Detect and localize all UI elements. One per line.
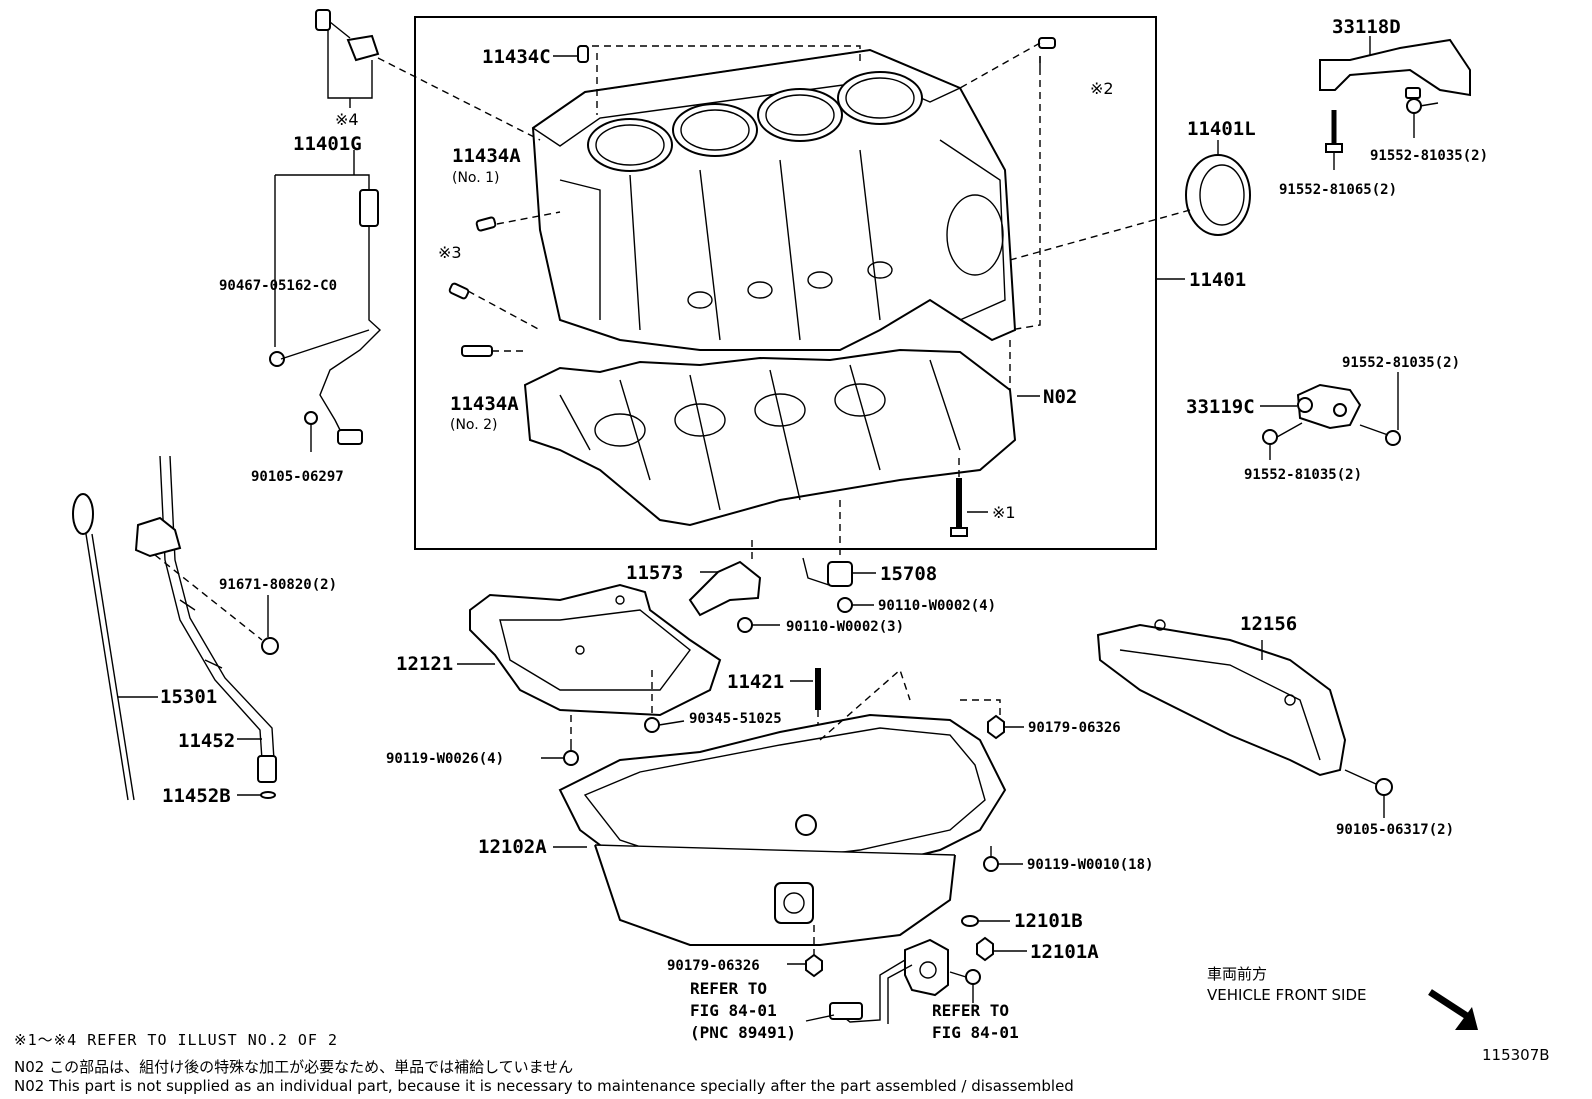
label-ref1: ※1	[992, 503, 1016, 522]
label-11401g: 11401G	[293, 133, 362, 155]
label-91552-81035-top: 91552-81035(2)	[1370, 148, 1488, 164]
label-15708: 15708	[880, 563, 937, 585]
stiffener-12156	[1096, 619, 1393, 796]
label-11434a-no2: 11434A	[450, 393, 519, 415]
label-12121: 12121	[396, 653, 453, 675]
stud-bolt-ref1	[950, 478, 968, 537]
refer-fig-line3: (PNC 89491)	[690, 1023, 796, 1042]
oil-pan-12102a	[558, 713, 1007, 946]
refer-fig-line2: FIG 84-01	[690, 1001, 777, 1020]
vehicle-front-en: VEHICLE FRONT SIDE	[1207, 986, 1367, 1004]
vehicle-front-arrow	[1428, 989, 1478, 1030]
label-11401l: 11401L	[1187, 118, 1256, 140]
label-11434a-no2-sub: (No. 2)	[450, 417, 498, 433]
lower-crankcase	[523, 348, 1017, 527]
label-90467: 90467-05162-C0	[219, 278, 337, 294]
bracket-33118d	[1319, 38, 1471, 153]
bolt-90179-bottom	[805, 953, 823, 978]
label-12102a: 12102A	[478, 836, 547, 858]
drain-plug	[976, 936, 994, 962]
label-11452: 11452	[178, 730, 235, 752]
cylinder-block-frame	[414, 16, 1157, 550]
label-90345: 90345-51025	[689, 711, 782, 727]
bracket-33119c	[1262, 383, 1401, 446]
cylinder-block	[531, 48, 1017, 351]
dowel-pins	[448, 37, 1056, 357]
catalog-number: 115307B	[1482, 1046, 1550, 1064]
label-91552-81065: 91552-81065(2)	[1279, 182, 1397, 198]
label-n02: N02	[1043, 386, 1077, 408]
oil-pan-baffle-12121	[469, 583, 722, 717]
label-15301: 15301	[160, 686, 217, 708]
label-91671: 91671-80820(2)	[219, 577, 337, 593]
vehicle-front-label: 車両前方 VEHICLE FRONT SIDE	[1207, 964, 1367, 1006]
label-90179-top: 90179-06326	[1028, 720, 1121, 736]
bolt-90345	[644, 717, 660, 733]
label-ref3: ※3	[438, 243, 462, 262]
label-11573: 11573	[626, 562, 683, 584]
label-ref4: ※4	[335, 110, 359, 129]
n02-note-jp: N02 この部品は、組付け後の特殊な加工が必要なため、単品では補給していません	[14, 1058, 574, 1076]
rear-oil-seal	[1185, 154, 1251, 236]
label-11452b: 11452B	[162, 785, 231, 807]
knock-sensor	[315, 9, 380, 62]
label-90110-4: 90110-W0002(4)	[878, 598, 996, 614]
bolt-90119-w0010	[983, 846, 999, 872]
vehicle-front-jp: 車両前方	[1207, 965, 1268, 983]
label-90105-06317: 90105-06317(2)	[1336, 822, 1454, 838]
label-33118d: 33118D	[1332, 16, 1401, 38]
drain-plug-gasket	[961, 915, 979, 927]
label-90119-w0010: 90119-W0010(18)	[1027, 857, 1153, 873]
label-33119c: 33119C	[1186, 396, 1255, 418]
label-11434c: 11434C	[482, 46, 551, 68]
label-91552-81035-bot: 91552-81035(2)	[1244, 467, 1362, 483]
oil-jet-15708	[802, 557, 853, 613]
crank-sensor-assembly	[269, 189, 382, 445]
n02-note-en: N02 This part is not supplied as an indi…	[14, 1077, 1074, 1095]
label-12101a: 12101A	[1030, 941, 1099, 963]
label-11434a-no1: 11434A	[452, 145, 521, 167]
refer-fig2-line1: REFER TO	[932, 1001, 1009, 1020]
illust-reference-note: ※1～※4 REFER TO ILLUST NO.2 OF 2	[14, 1031, 338, 1049]
bolt-90179-top	[987, 714, 1005, 740]
oil-dipstick	[72, 493, 135, 801]
baffle-11573	[688, 560, 762, 633]
label-90119-w0026: 90119-W0026(4)	[386, 751, 504, 767]
label-90110-3: 90110-W0002(3)	[786, 619, 904, 635]
refer-fig-line1: REFER TO	[690, 979, 767, 998]
refer-fig2-line2: FIG 84-01	[932, 1023, 1019, 1042]
dipstick-guide	[134, 455, 279, 799]
label-90179-bottom: 90179-06326	[667, 958, 760, 974]
label-90105-06297: 90105-06297	[251, 469, 344, 485]
label-11434a-no1-sub: (No. 1)	[452, 170, 500, 186]
label-11421: 11421	[727, 671, 784, 693]
bolt-90119-w0026	[563, 740, 579, 766]
label-12101b: 12101B	[1014, 910, 1083, 932]
label-ref2: ※2	[1090, 79, 1114, 98]
label-11401: 11401	[1189, 269, 1246, 291]
label-12156: 12156	[1240, 613, 1297, 635]
label-91552-81035-mid: 91552-81035(2)	[1342, 355, 1460, 371]
